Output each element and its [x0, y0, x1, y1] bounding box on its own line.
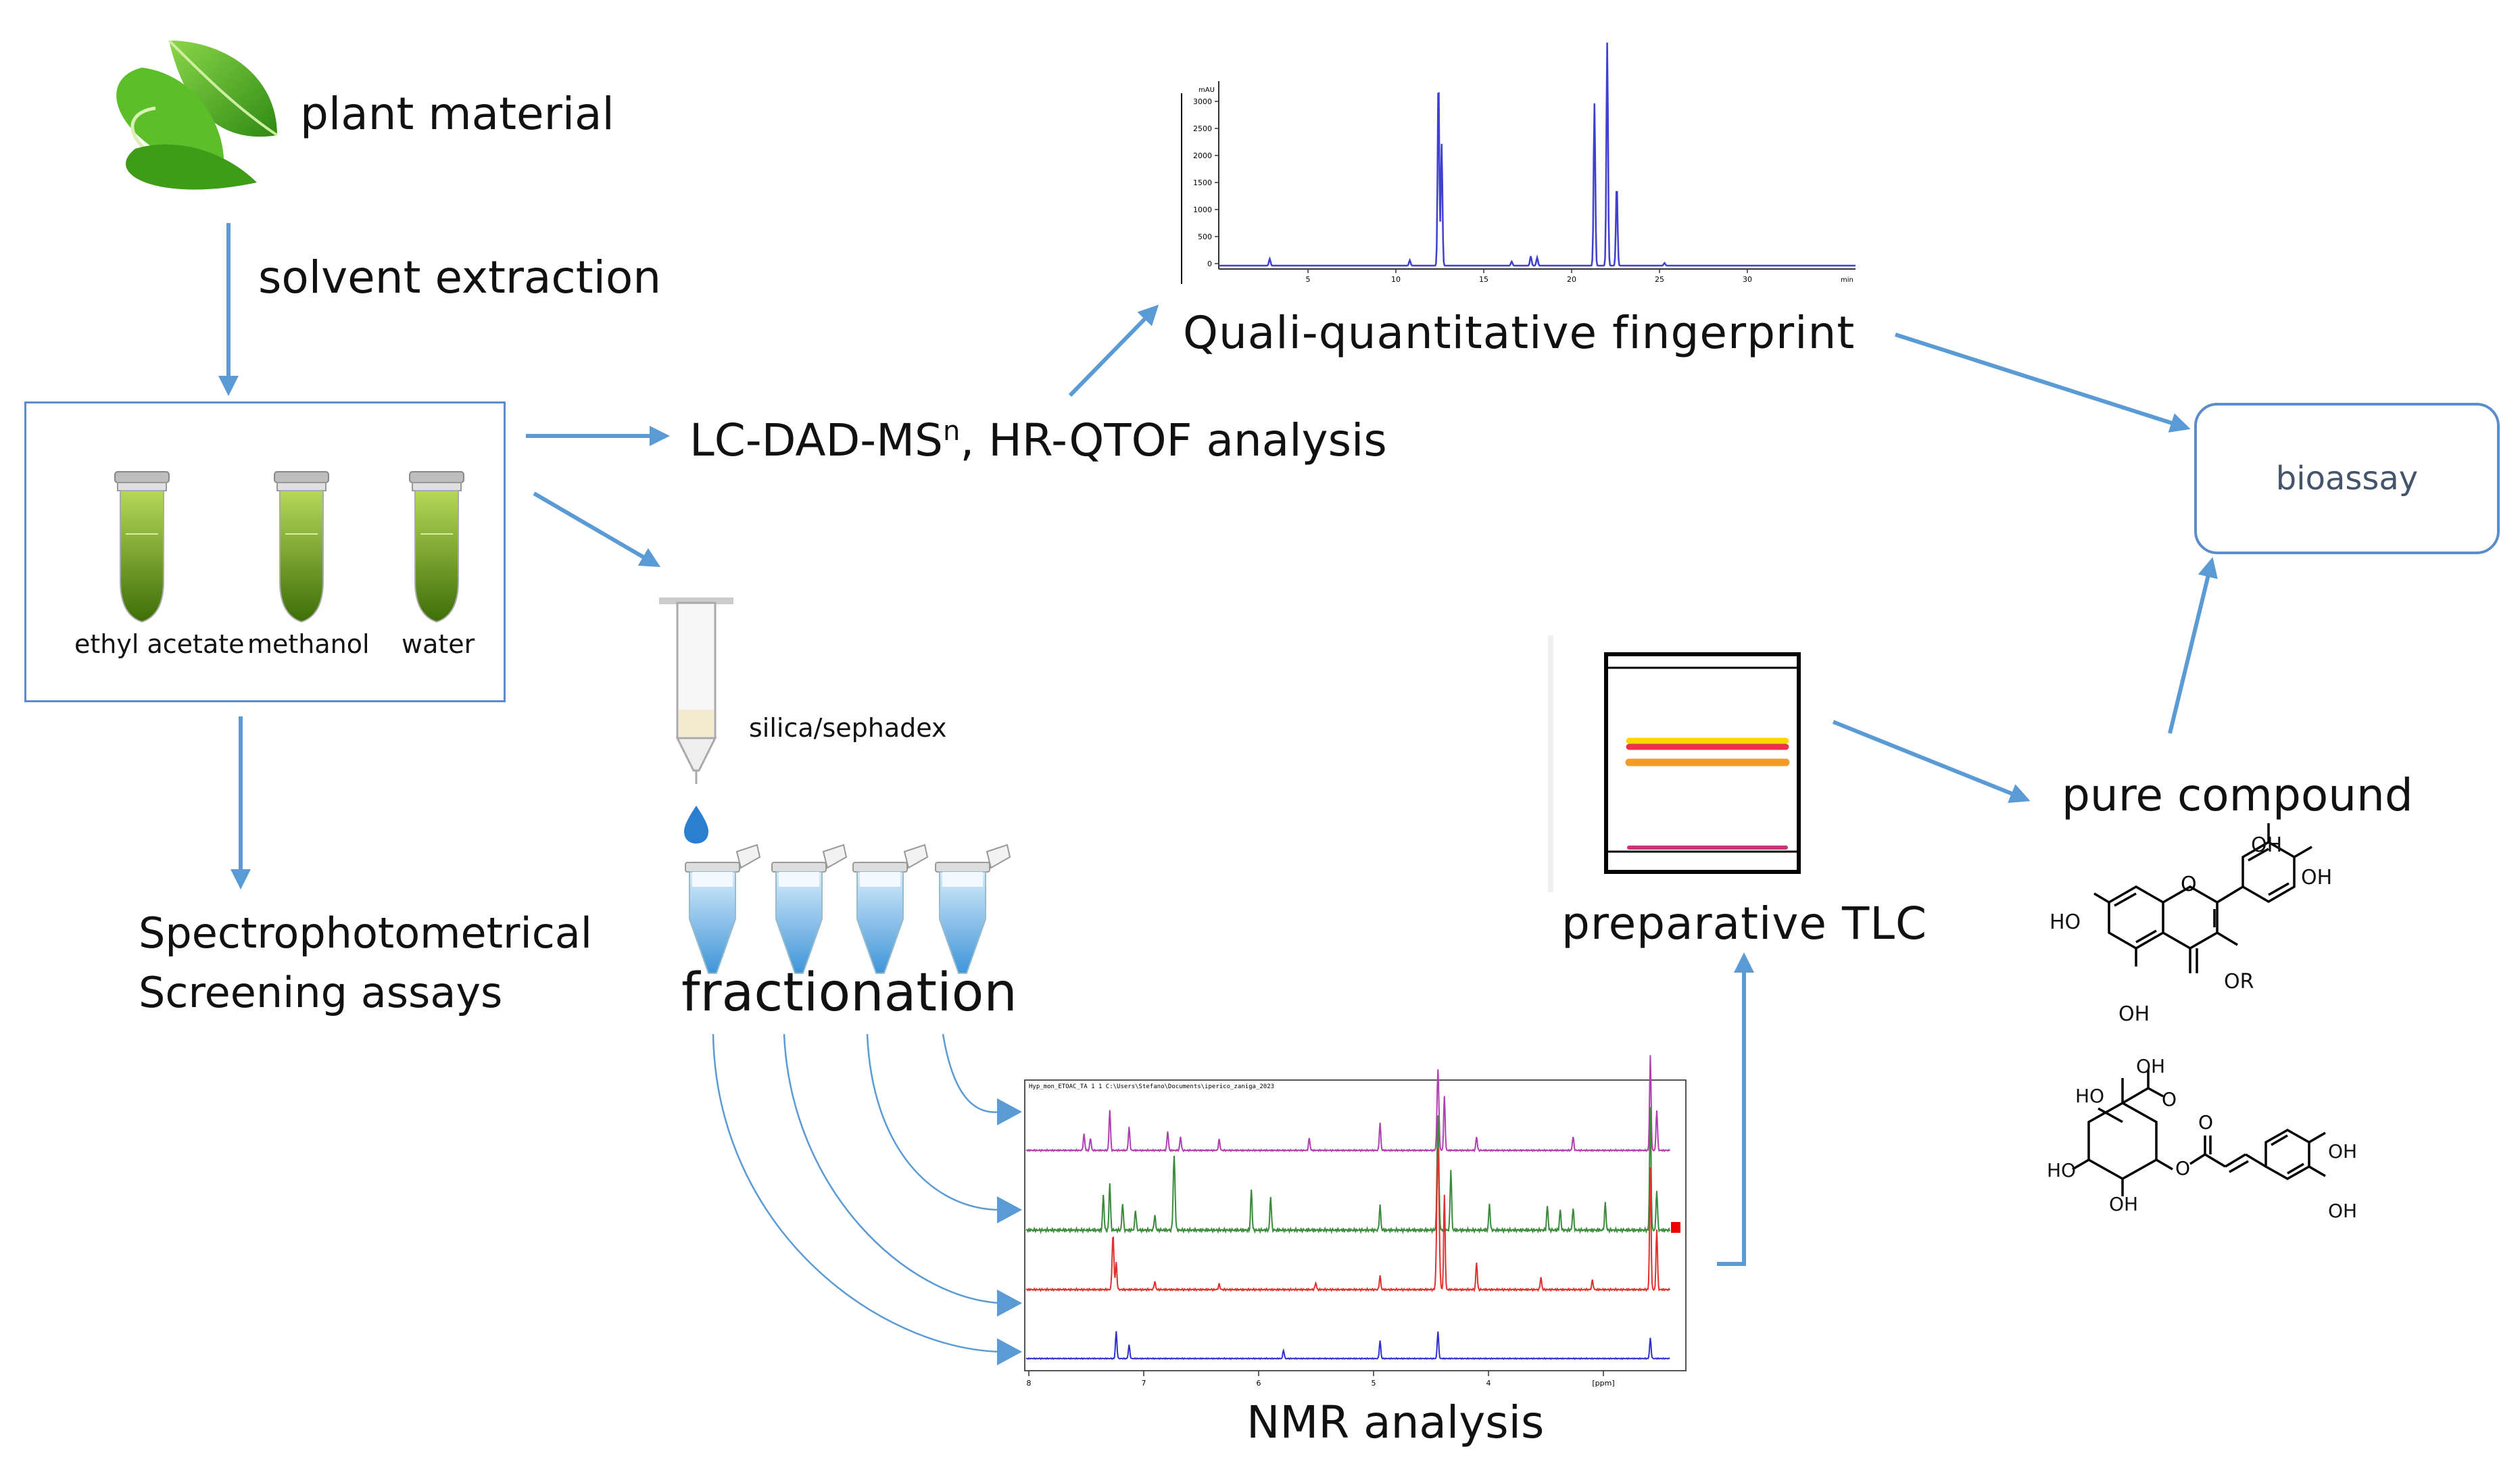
chrom-ytick: 3000 — [1193, 97, 1212, 106]
chrom-ytick: 0 — [1207, 260, 1212, 268]
pure-compound-label: pure compound — [2062, 769, 2413, 821]
arrow-fingerprint-to-bioassay — [1895, 333, 2191, 433]
arrow-to-fractionation — [533, 491, 661, 568]
tube-label-methanol: methanol — [247, 629, 370, 659]
chlorogenic-oh-bottom: OH — [2109, 1193, 2139, 1215]
flavonol-oh-3: OH — [2118, 1002, 2150, 1026]
chrom-ytick: 2000 — [1193, 151, 1212, 160]
flavonol-oh-2: OH — [2301, 866, 2333, 889]
chrom-ytick: 1500 — [1193, 178, 1212, 187]
bioassay-box[interactable]: bioassay — [2194, 403, 2500, 554]
chlorogenic-ho-left: HO — [2075, 1085, 2105, 1107]
flavonol-oh-1: OH — [2251, 833, 2283, 857]
solvent-extraction-label: solvent extraction — [258, 251, 662, 303]
extract-tubes — [114, 471, 464, 623]
tube-water-icon — [409, 471, 464, 623]
chrom-xtick: 25 — [1655, 275, 1664, 284]
nmr-header: Hyp_mon_ETOAC_TA 1 1 C:\Users\Stefano\Do… — [1029, 1083, 1275, 1090]
arrow-tlc-to-pure — [1832, 720, 2031, 803]
chrom-ytick: 2500 — [1193, 124, 1212, 133]
tube-ethyl-acetate-icon — [114, 471, 170, 623]
fingerprint-label: Quali-quantitative fingerprint — [1183, 307, 1856, 359]
chlorogenic-oh-right-1: OH — [2328, 1140, 2358, 1163]
flavonol-or: OR — [2224, 970, 2254, 994]
lc-analysis-rest: , HR-QTOF analysis — [960, 414, 1387, 466]
chrom-ytick: 1000 — [1193, 205, 1212, 214]
droplet-icon — [684, 806, 708, 844]
nmr-xtick: [ppm] — [1592, 1379, 1614, 1388]
ester-oxygen: O — [2175, 1157, 2190, 1179]
spectro-label-line2: Screening assays — [139, 968, 503, 1017]
chrom-ytick: 500 — [1198, 233, 1212, 241]
bioassay-label: bioassay — [2275, 460, 2419, 497]
chlorogenic-oh-right-2: OH — [2328, 1200, 2358, 1222]
acid-carbonyl-oxygen: O — [2162, 1088, 2177, 1110]
lc-analysis-main: LC-DAD-MS — [689, 414, 943, 466]
fractionation-label: fractionation — [681, 962, 1017, 1023]
spectro-label-line1: Spectrophotometrical — [139, 908, 593, 958]
nmr-xtick: 7 — [1142, 1379, 1146, 1388]
chrom-xtick: 5 — [1306, 275, 1311, 284]
arrow-pure-to-bioassay — [2168, 557, 2218, 734]
preparative-tlc-label: preparative TLC — [1561, 898, 1928, 950]
chrom-yunit: mAU — [1198, 87, 1215, 94]
chlorogenic-ho-lower: HO — [2047, 1159, 2077, 1181]
chrom-xtick: 30 — [1743, 275, 1752, 284]
flavonol-ho: HO — [2050, 910, 2081, 934]
flavonol-structure — [2093, 823, 2312, 973]
silica-label: silica/sephadex — [749, 713, 947, 743]
chlorogenic-oh-top: OH — [2136, 1055, 2166, 1077]
plant-material-label: plant material — [300, 88, 614, 140]
arrows — [218, 223, 2218, 889]
nmr-xtick: 6 — [1257, 1379, 1261, 1388]
nmr-analysis-label: NMR analysis — [1246, 1396, 1545, 1448]
arrow-to-fingerprint — [1068, 304, 1159, 397]
chlorogenic-structure — [2072, 1069, 2326, 1196]
chrom-xtick: 15 — [1479, 275, 1488, 284]
chromatography-column-icon — [659, 597, 733, 844]
fraction-connectors — [712, 1033, 1001, 1353]
chrom-xunit: min — [1841, 276, 1853, 284]
chrom-xtick: 20 — [1567, 275, 1576, 284]
arrow-nmr-to-tlc — [1717, 952, 1754, 1266]
carbonyl-oxygen: O — [2198, 1111, 2213, 1133]
extracts-box — [24, 401, 506, 702]
leaves-icon — [116, 39, 278, 190]
nmr-xtick: 5 — [1372, 1379, 1376, 1388]
nmr-input-arrowheads — [997, 1098, 1022, 1365]
fraction-tubes — [685, 844, 1011, 974]
lc-analysis-superscript: n — [942, 416, 961, 447]
chromatogram: 3000 2500 2000 1500 1000 500 0 5 10 15 20 25 30 mAU mi… — [1181, 42, 1856, 284]
nmr-xtick: 4 — [1486, 1379, 1491, 1388]
ring-oxygen: O — [2181, 873, 2197, 896]
nmr-spectra: 8 7 6 5 4 [ppm] — [1024, 1055, 1687, 1388]
tube-label-water: water — [402, 629, 475, 659]
chrom-xtick: 10 — [1391, 275, 1401, 284]
tlc-plate — [1548, 635, 1801, 892]
tube-label-ethyl-acetate: ethyl acetate — [74, 629, 245, 659]
lc-analysis-label: LC-DAD-MSn, HR-QTOF analysis — [689, 418, 1387, 463]
tube-methanol-icon — [274, 471, 329, 623]
nmr-xtick: 8 — [1027, 1379, 1032, 1388]
